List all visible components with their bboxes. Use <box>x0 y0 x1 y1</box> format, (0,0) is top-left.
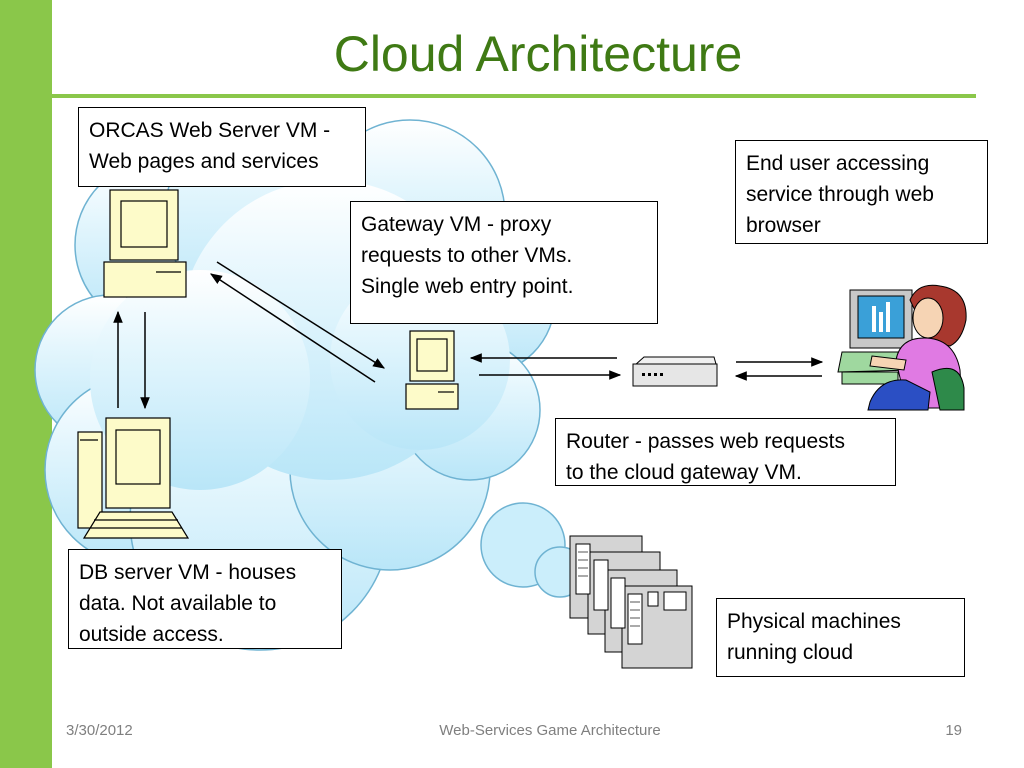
slide-title: Cloud Architecture <box>333 26 743 82</box>
arrow-web-to-gateway <box>216 261 386 369</box>
db-server-label: DB server VM - houses data. Not availabl… <box>68 549 342 649</box>
end-user-label: End user accessing service through web b… <box>735 140 988 244</box>
web-server-computer-icon <box>103 189 187 298</box>
cloud-trail-bubbles <box>480 502 586 598</box>
footer-title: Web-Services Game Architecture <box>439 722 661 739</box>
end-user-icon <box>837 284 967 411</box>
footer-date: 3/30/2012 <box>66 722 133 739</box>
router-icon <box>632 356 718 387</box>
gateway-label: Gateway VM - proxy requests to other VMs… <box>350 201 658 324</box>
physical-machines-label: Physical machines running cloud <box>716 598 965 677</box>
connection-arrows <box>113 261 824 410</box>
gateway-computer-icon <box>405 330 459 410</box>
physical-machines-icon <box>569 535 693 669</box>
title-divider <box>52 94 976 98</box>
router-label: Router - passes web requests to the clou… <box>555 418 896 486</box>
footer-page-number: 19 <box>945 722 962 739</box>
db-server-computer-icon <box>77 417 190 539</box>
web-server-label: ORCAS Web Server VM - Web pages and serv… <box>78 107 366 187</box>
arrow-gateway-to-web <box>209 273 376 383</box>
